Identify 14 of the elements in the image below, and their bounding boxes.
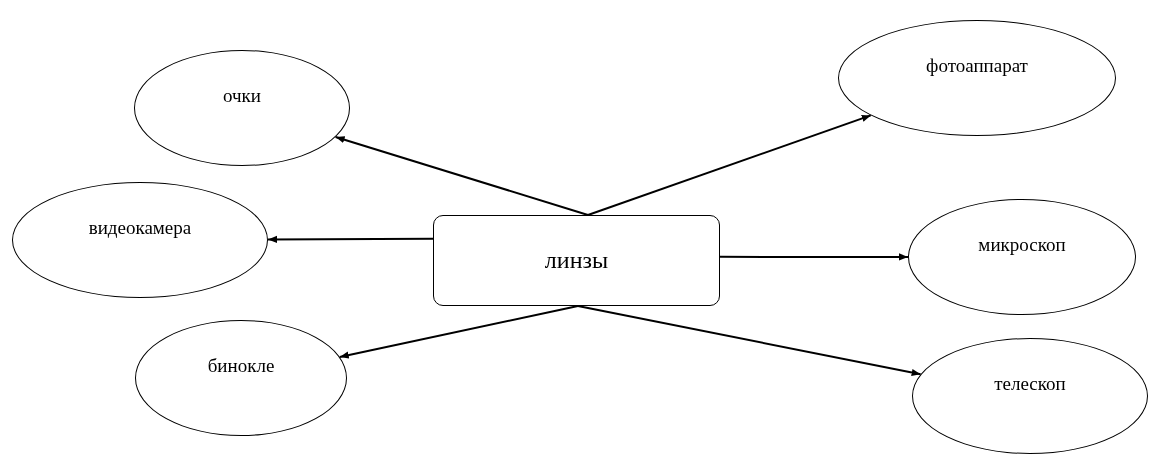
- arrow: [719, 253, 909, 261]
- process-box: [433, 215, 720, 306]
- arrow: [587, 114, 872, 216]
- node-label: фотоаппарат: [926, 55, 1028, 77]
- arrow: [267, 235, 434, 243]
- node-label: бинокле: [207, 355, 275, 377]
- arrow: [338, 305, 579, 359]
- arrow: [334, 135, 589, 216]
- arrow: [576, 305, 922, 376]
- node-label: телескоп: [994, 373, 1066, 395]
- node-label: линзы: [544, 247, 609, 274]
- node-label: микроскоп: [978, 234, 1066, 256]
- node-label: очки: [223, 85, 261, 107]
- node-label: видеокамера: [88, 217, 192, 239]
